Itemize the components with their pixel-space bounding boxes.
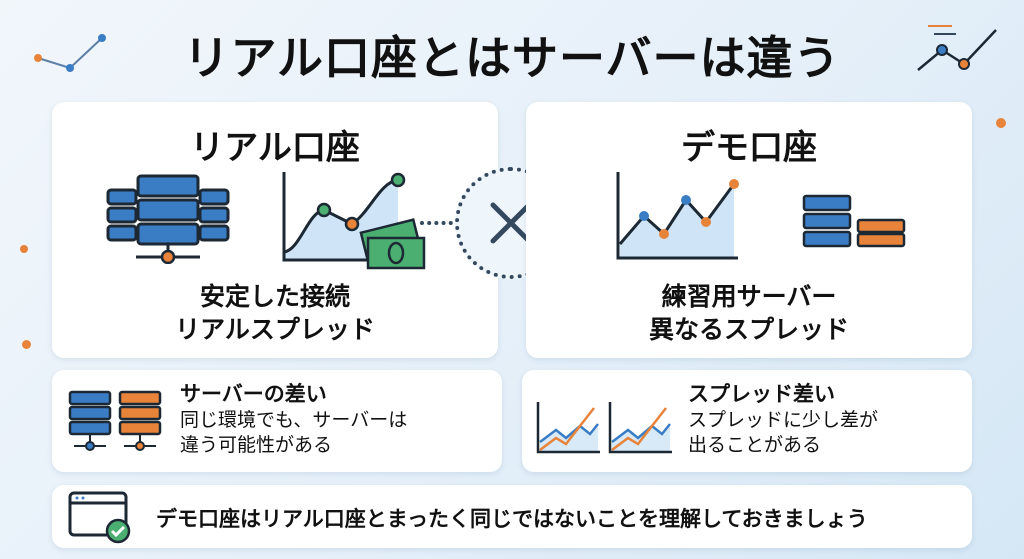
demo-account-card: デモ口座 練習用サーバー 異なるスプレッド	[526, 102, 972, 358]
dual-line-charts-icon	[536, 402, 672, 454]
line-chart-icon	[616, 172, 739, 260]
decor-dot	[20, 245, 28, 253]
desc-line: 安定した接続	[199, 282, 350, 311]
real-account-title: リアル口座	[190, 128, 360, 168]
trend-line-icon	[34, 34, 106, 72]
desc-line: リアルスプレッド	[175, 315, 375, 344]
demo-account-title: デモ口座	[681, 128, 817, 168]
page-title: リアル口座とはサーバーは違う	[183, 31, 841, 85]
desc-line: 練習用サーバー	[661, 282, 837, 311]
server-difference-card: サーバーの差い 同じ環境でも、サーバーは 違う可能性がある	[52, 370, 502, 472]
spread-difference-text: スプレッド差い スプレッドに少し差が 出ることがある	[688, 378, 878, 458]
summary-banner: デモ口座はリアル口座とまったく同じではないことを理解しておきましょう	[52, 485, 972, 548]
summary-text: デモ口座はリアル口座とまったく同じではないことを理解しておきましょう	[156, 507, 868, 531]
desc-line: 異なるスプレッド	[648, 315, 849, 344]
server-rack-icon	[106, 174, 230, 264]
spread-difference-card: スプレッド差い スプレッドに少し差が 出ることがある	[522, 370, 972, 472]
demo-account-description: 練習用サーバー 異なるスプレッド	[526, 280, 972, 346]
section-heading: サーバーの差い	[180, 382, 327, 406]
section-line: スプレッドに少し差が	[688, 409, 879, 431]
decor-dot	[22, 340, 31, 349]
chart-money-icon	[282, 172, 426, 270]
section-heading: スプレッド差い	[688, 382, 835, 406]
server-difference-text: サーバーの差い 同じ環境でも、サーバーは 違う可能性がある	[180, 378, 407, 458]
connector-line	[420, 221, 460, 225]
section-line: 違う可能性がある	[180, 434, 333, 456]
section-line: 出ることがある	[688, 434, 822, 456]
servers-icon	[68, 390, 162, 451]
decor-dot	[996, 118, 1006, 128]
x-icon	[490, 202, 532, 244]
real-account-description: 安定した接続 リアルスプレッド	[52, 280, 498, 346]
section-line: 同じ環境でも、サーバーは	[180, 409, 408, 431]
real-account-card: リアル口座 安定した接続 リアルスプレッド	[52, 102, 498, 358]
server-stack-icon	[802, 194, 906, 248]
browser-check-icon	[68, 491, 131, 544]
trend-line-icon	[917, 25, 997, 71]
